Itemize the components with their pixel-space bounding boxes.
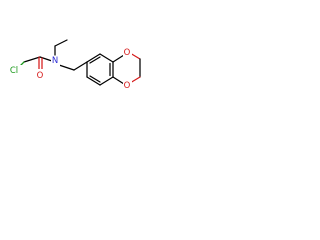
bond-ring-2 (99, 53, 114, 63)
atom-chlorine: Cl (10, 66, 18, 76)
bond-ring-inner-3 (89, 75, 101, 83)
bond-ring-4 (99, 76, 114, 86)
bond-ring-o-bottom (112, 76, 125, 85)
bond-ring-o-top (112, 54, 125, 63)
bond-ring-5 (86, 76, 101, 86)
bond-ethyl-ch2-ch3 (54, 39, 68, 47)
atom-oxygen-ring-bottom: O (124, 81, 131, 91)
molecule-structure: Cl N O O O (9, 39, 141, 91)
atom-oxygen-carbonyl: O (37, 71, 44, 81)
bond-ring-1 (86, 53, 101, 63)
atom-oxygen-ring-top: O (124, 48, 131, 58)
bond-c1-c2 (23, 56, 41, 63)
bond-ring-inner-1 (89, 56, 101, 64)
atom-nitrogen: N (52, 56, 58, 66)
structure-canvas: Cl N O O O (0, 0, 152, 152)
bond-n-benzyl-ch2 (58, 64, 75, 71)
bond-benzyl-ch2-ring (73, 61, 88, 71)
